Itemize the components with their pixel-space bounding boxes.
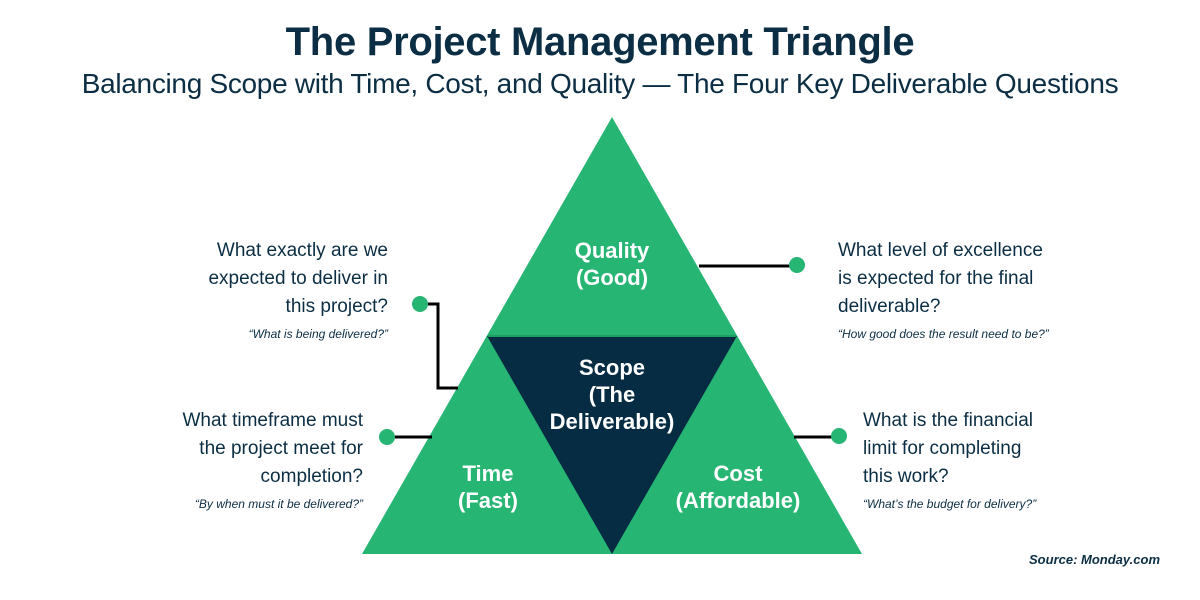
cost-hint: “What’s the budget for delivery?”	[863, 497, 1037, 511]
scope-label: Scope (The Deliverable)	[549, 355, 675, 434]
cost-question: What is the financial limit for completi…	[863, 407, 1103, 513]
page-subtitle: Balancing Scope with Time, Cost, and Qua…	[81, 68, 1119, 99]
source-credit: Source: Monday.com	[1029, 552, 1160, 567]
quality-hint: “How good does the result need to be?”	[838, 327, 1049, 341]
time-hint: “By when must it be delivered?”	[194, 497, 363, 511]
scope-hint: “What is being delivered?”	[248, 327, 388, 341]
scope-connector-dot	[412, 296, 428, 312]
page-title: The Project Management Triangle	[285, 20, 915, 64]
time-connector-dot	[379, 429, 395, 445]
cost-connector-dot	[831, 428, 847, 444]
quality-label: Quality (Good)	[574, 238, 650, 290]
scope-triangle	[487, 336, 737, 554]
scope-question: What exactly are we expected to deliver …	[150, 237, 388, 343]
time-label: Time (Fast)	[458, 461, 518, 513]
quality-question: What level of excellence is expected for…	[838, 237, 1098, 343]
quality-connector-dot	[789, 257, 805, 273]
cost-label: Cost (Affordable)	[675, 461, 801, 513]
scope-connector	[420, 302, 458, 390]
time-question: What timeframe must the project meet for…	[120, 407, 363, 513]
